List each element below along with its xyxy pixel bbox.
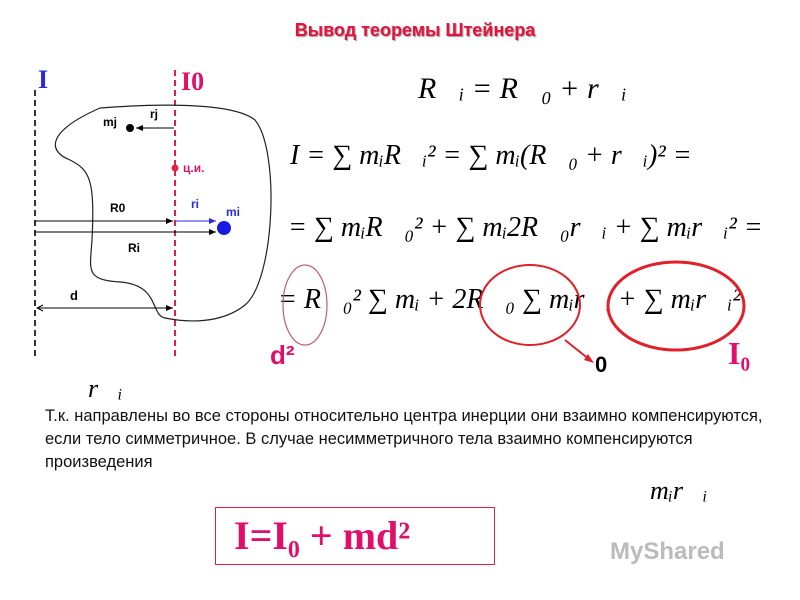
mass-i-point: [217, 221, 231, 235]
mj-label: mj: [103, 115, 117, 129]
highlight-overlay: [282, 260, 746, 363]
center-of-inertia-point: [171, 164, 179, 172]
ri-label: ri: [191, 197, 199, 211]
axis-I-label: I: [38, 65, 48, 94]
watermark-logo: MyShared: [610, 538, 725, 565]
equation-radius-vector: R⃗ᵢ = R⃗₀ + r⃗ᵢ: [418, 72, 627, 105]
axis-I0-label: I0: [181, 67, 204, 96]
inline-ri-vector: r⃗ᵢ: [88, 374, 123, 403]
body-diagram: I I0 mj rj ц.и. R0 ri mi Ri d: [34, 65, 272, 358]
R0-label: R0: [110, 201, 126, 215]
steiner-theorem-result-box: I=I₀ + md²: [215, 507, 495, 565]
equation-moment-inertia: I = ∑ mᵢR⃗ᵢ² = ∑ mᵢ(R⃗₀ + r⃗ᵢ)² =: [290, 140, 692, 171]
slide-title: Вывод теоремы Штейнера: [294, 20, 536, 40]
arrow-to-zero: [564, 339, 591, 361]
body-outline: [54, 104, 272, 322]
d-label: d: [70, 288, 78, 303]
steiner-formula: I=I₀ + md²: [234, 513, 411, 558]
explanation-text: Т.к. направлены во все стороны относител…: [45, 407, 763, 471]
center-label: ц.и.: [183, 161, 204, 175]
mi-label: mi: [226, 205, 240, 219]
d-squared-label: d²: [270, 340, 295, 370]
I0-label: I₀: [728, 335, 751, 371]
Ri-label: Ri: [128, 241, 140, 255]
rj-label: rj: [150, 107, 158, 121]
equation-expanded: = ∑ mᵢR⃗₀² + ∑ mᵢ2R⃗₀r⃗ᵢ + ∑ mᵢr⃗ᵢ² =: [288, 212, 763, 243]
equation-factored: = R⃗₀² ∑ mᵢ + 2R⃗₀ ∑ mᵢr⃗ᵢ + ∑ mᵢr⃗ᵢ²: [278, 284, 741, 315]
zero-label: 0: [595, 352, 608, 377]
mass-j-point: [126, 124, 134, 132]
highlight-ellipse-d2: [282, 264, 328, 346]
highlight-ellipse-I0: [606, 260, 746, 352]
inline-miri-product: mᵢr⃗ᵢ: [650, 476, 708, 505]
highlight-ellipse-zero: [479, 264, 581, 346]
